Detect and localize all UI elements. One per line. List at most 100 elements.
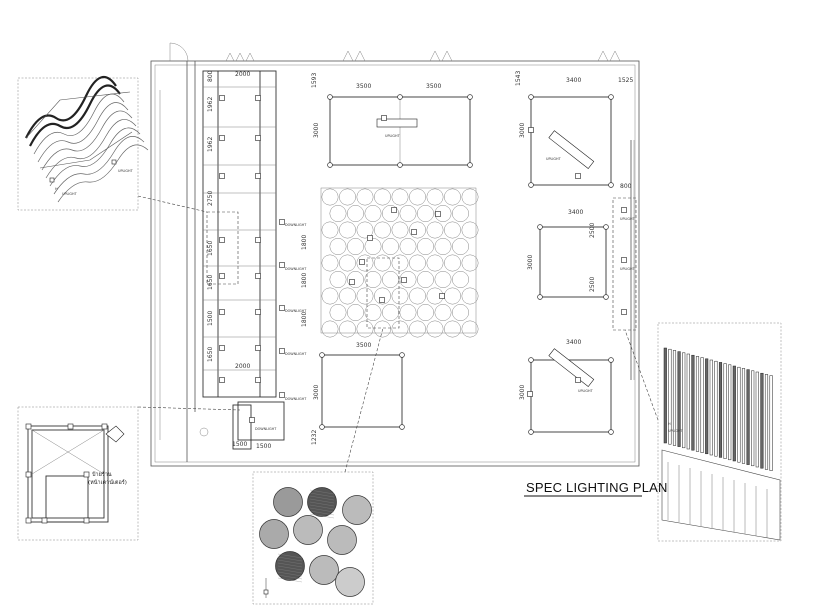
- wall-slat: [686, 353, 690, 450]
- tag-downlight-5: DOWNLIGHT: [285, 397, 307, 401]
- light-fixture: [279, 219, 285, 225]
- ceiling-wave: [29, 84, 121, 147]
- ceiling-disc: [339, 188, 356, 206]
- detail-counter-frame: ป้ายร้าน (หน้าเคาน์เตอร์): [17, 406, 139, 541]
- wall-slat: [672, 350, 677, 446]
- column-post: [467, 162, 473, 168]
- detail4-uplight: UPLIGHT: [668, 429, 684, 433]
- dim-mid-v0: 1800: [301, 235, 308, 250]
- light-fixture: [279, 348, 285, 354]
- dim-left-v3: 2750: [207, 191, 214, 206]
- light-fixture: [255, 173, 261, 179]
- ceiling-wave: [57, 144, 149, 203]
- wall-slat: [755, 371, 759, 468]
- hatch: [309, 504, 335, 510]
- ceiling-disc-detail: [335, 567, 365, 597]
- dim-top-center-2: 3500: [426, 83, 441, 90]
- wall-slat: [663, 347, 667, 444]
- hatch: [309, 513, 335, 519]
- tag-downlight-4: DOWNLIGHT: [285, 352, 307, 356]
- dim-top-center-1: 3500: [356, 83, 371, 90]
- wall-slat: [714, 360, 718, 457]
- dim-bottom-left-bay: 2000: [235, 363, 250, 370]
- light-fixture: [219, 377, 225, 383]
- hatch: [309, 501, 335, 507]
- wall-slat: [769, 375, 773, 471]
- callout-leaders: [137, 195, 659, 473]
- ceiling-disc: [399, 271, 417, 288]
- column-post: [528, 357, 534, 363]
- detail1-uplight2: UPLIGHT: [118, 169, 134, 173]
- ceiling-disc: [347, 271, 364, 288]
- hatch: [309, 492, 335, 498]
- ceiling-disc: [426, 221, 444, 239]
- dimension-labels: 2000 2000 800 1962 1962 2750 1650 1650 1…: [207, 70, 633, 450]
- ceiling-disc: [461, 221, 479, 239]
- plan-title: SPEC LIGHTING PLAN: [526, 480, 668, 495]
- wall-slat: [723, 363, 727, 459]
- light-fixture: [391, 207, 397, 213]
- dim-left-v1: 1962: [207, 97, 214, 112]
- column-post: [319, 352, 325, 358]
- ceiling-disc: [329, 205, 347, 222]
- door-arc: [169, 42, 189, 62]
- detail4-mark: H: [668, 422, 671, 426]
- ceiling-disc-detail: [327, 525, 357, 555]
- ceiling-disc-detail: [309, 555, 339, 585]
- thai-sign-sublabel: (หน้าเคาน์เตอร์): [88, 479, 127, 486]
- box-top-right: [530, 96, 612, 186]
- box-mid-right: [539, 226, 607, 298]
- light-fixture: [527, 391, 533, 397]
- dim-top-right-small: 1525: [618, 77, 633, 84]
- ceiling-disc: [364, 304, 382, 321]
- ceiling-disc-detail: [342, 495, 372, 525]
- dim-top-left-bay: 2000: [235, 71, 250, 78]
- detail-circle-ceiling: [252, 471, 374, 605]
- ceiling-disc: [374, 221, 391, 239]
- hatch: [309, 495, 335, 501]
- ceiling-disc-detail: [259, 519, 289, 549]
- light-fixture: [575, 173, 581, 179]
- column-post: [537, 224, 543, 230]
- dim-left-v2: 1962: [207, 137, 214, 152]
- ceiling-disc: [452, 238, 469, 255]
- ceiling-disc: [391, 254, 409, 272]
- ceiling-wave: [49, 127, 141, 187]
- ceiling-disc: [409, 188, 426, 206]
- ceiling-disc: [391, 188, 409, 206]
- dim-bottom-left-height: 3000: [313, 385, 320, 400]
- counter-base: [661, 449, 781, 541]
- column-post: [327, 162, 333, 168]
- ceiling-disc: [374, 320, 391, 338]
- light-fixture: [255, 237, 261, 243]
- column-post: [608, 357, 614, 363]
- ceiling-disc: [461, 320, 479, 338]
- wall-slat: [764, 374, 769, 470]
- light-fixture: [359, 259, 365, 265]
- light-fixture: [411, 229, 417, 235]
- ceiling-disc: [364, 205, 382, 222]
- light-fixture: [249, 417, 255, 423]
- ceiling-disc: [434, 304, 452, 321]
- wall-slat: [695, 356, 700, 452]
- light-fixture: [219, 135, 225, 141]
- left-ceiling-frame: [202, 70, 277, 398]
- hatch: [277, 577, 303, 583]
- ceiling-disc-detail: [307, 487, 337, 517]
- column-post: [399, 352, 405, 358]
- ceiling-disc: [399, 238, 417, 255]
- dim-right-mid-side2: 2500: [589, 277, 596, 292]
- dim-left-v6: 1500: [207, 311, 214, 326]
- detail1-mark: H: [55, 187, 58, 191]
- light-fixture: [219, 237, 225, 243]
- dim-right-800: 800: [620, 183, 632, 190]
- wall-slat: [732, 365, 736, 462]
- ceiling-disc: [374, 287, 391, 305]
- ceiling-disc: [461, 254, 479, 272]
- ceiling-disc: [391, 287, 409, 305]
- wave-edge: [39, 131, 133, 169]
- ceiling-disc: [444, 254, 461, 272]
- tag-downlight-2: DOWNLIGHT: [285, 267, 307, 271]
- column-post: [467, 94, 473, 100]
- column-post: [608, 429, 614, 435]
